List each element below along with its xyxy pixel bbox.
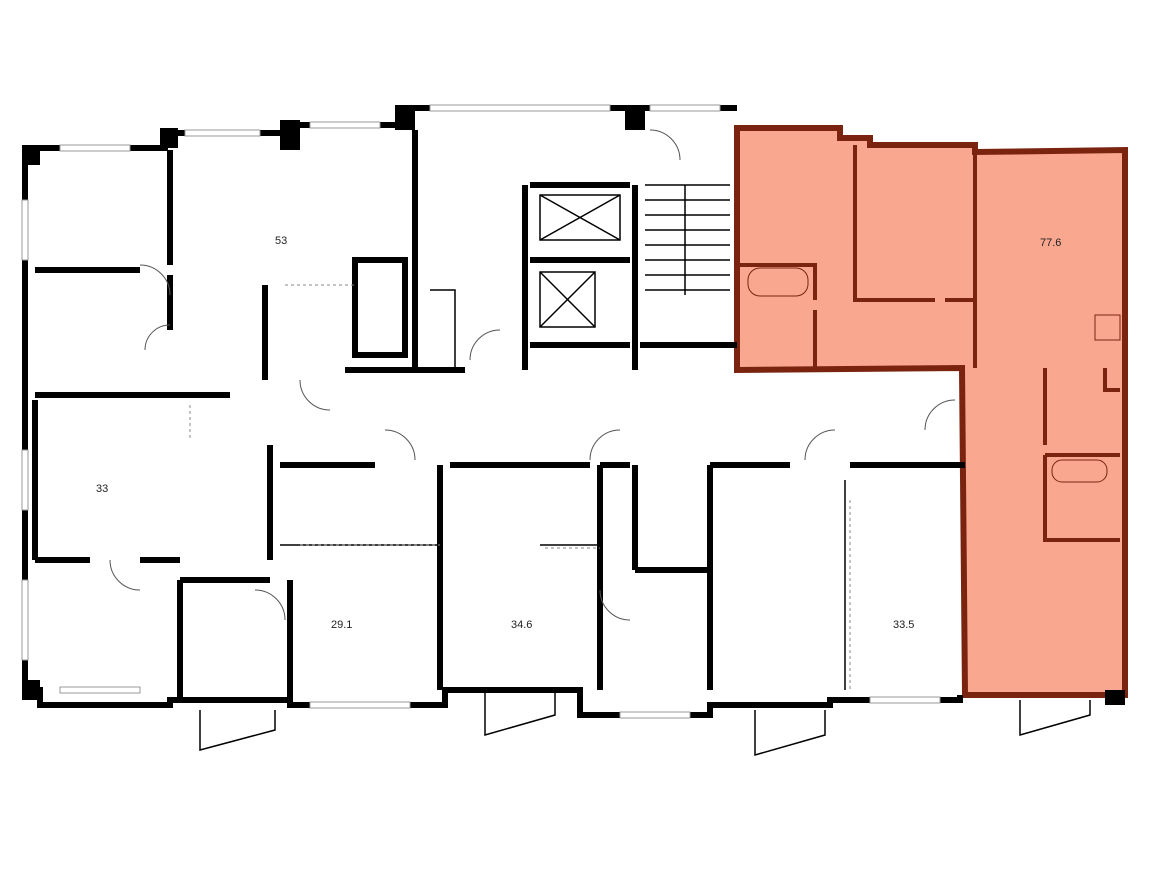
stairwell: [539, 184, 730, 328]
unit-area-label-highlighted: 77.6: [1040, 237, 1061, 249]
highlighted-apartment-77-6[interactable]: [734, 125, 1128, 698]
interior-walls: [32, 129, 965, 700]
windows: [21, 104, 941, 719]
unit-area-label: 53: [275, 235, 287, 247]
balconies: [199, 690, 1091, 756]
unit-area-label: 33: [96, 483, 108, 495]
exterior-walls: [22, 105, 1125, 718]
unit-area-label: 33.5: [893, 619, 914, 631]
unit-area-label: 34.6: [511, 619, 532, 631]
unit-area-label: 29.1: [331, 619, 352, 631]
